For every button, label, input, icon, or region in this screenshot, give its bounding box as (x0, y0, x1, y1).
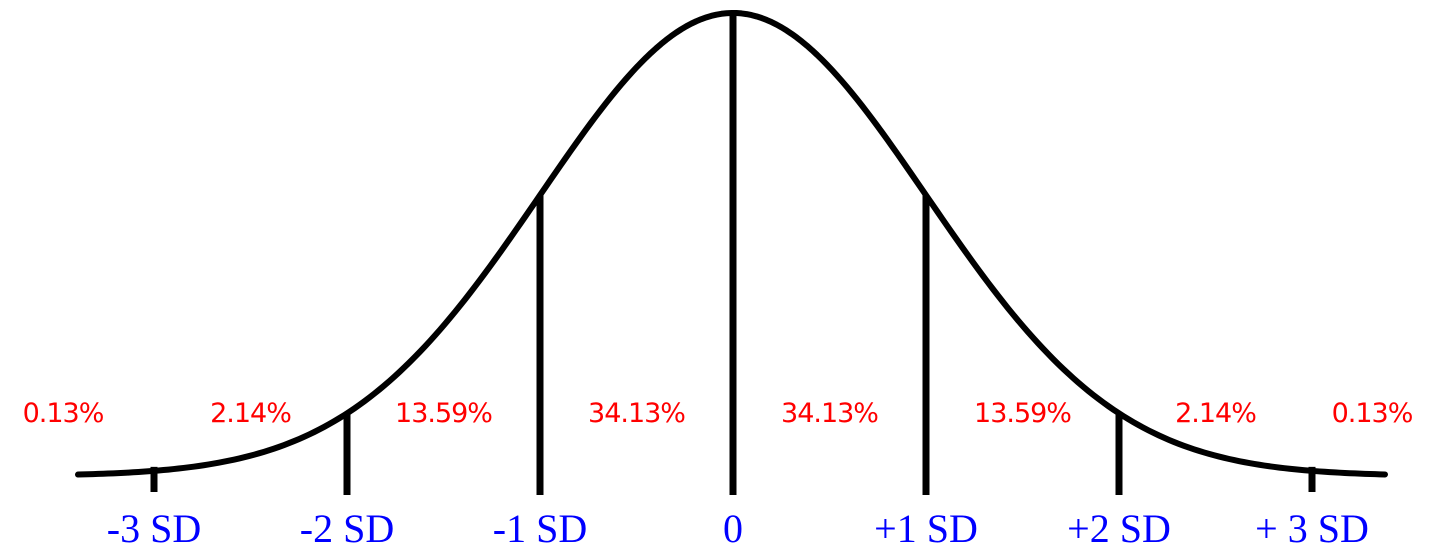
region-percentage-label: 13.59% (974, 398, 1071, 429)
region-percentage-label: 34.13% (588, 398, 685, 429)
bell-curve (75, 9, 1388, 478)
sd-labels: -3 SD -2 SD -1 SD 0 +1 SD +2 SD + 3 SD (107, 506, 1369, 551)
region-percentage-label: 2.14% (1175, 398, 1256, 429)
region-percentage-label: 13.59% (395, 398, 492, 429)
curve-layer (75, 9, 1388, 478)
region-percentage-label: 0.13% (1332, 398, 1413, 429)
sd-label: +1 SD (874, 506, 978, 551)
sd-label: + 3 SD (1255, 506, 1369, 551)
sd-label: -3 SD (107, 506, 201, 551)
sd-label: 0 (723, 506, 743, 551)
percentage-labels: 0.13% 2.14% 13.59% 34.13% 34.13% 13.59% 2.14% 0… (23, 398, 1414, 429)
sd-lines (150, 12, 1316, 495)
sd-label: -2 SD (300, 506, 394, 551)
region-percentage-label: 2.14% (210, 398, 291, 429)
region-percentage-label: 0.13% (23, 398, 104, 429)
region-percentage-label: 34.13% (781, 398, 878, 429)
sd-label: -1 SD (493, 506, 587, 551)
sd-label: +2 SD (1067, 506, 1171, 551)
